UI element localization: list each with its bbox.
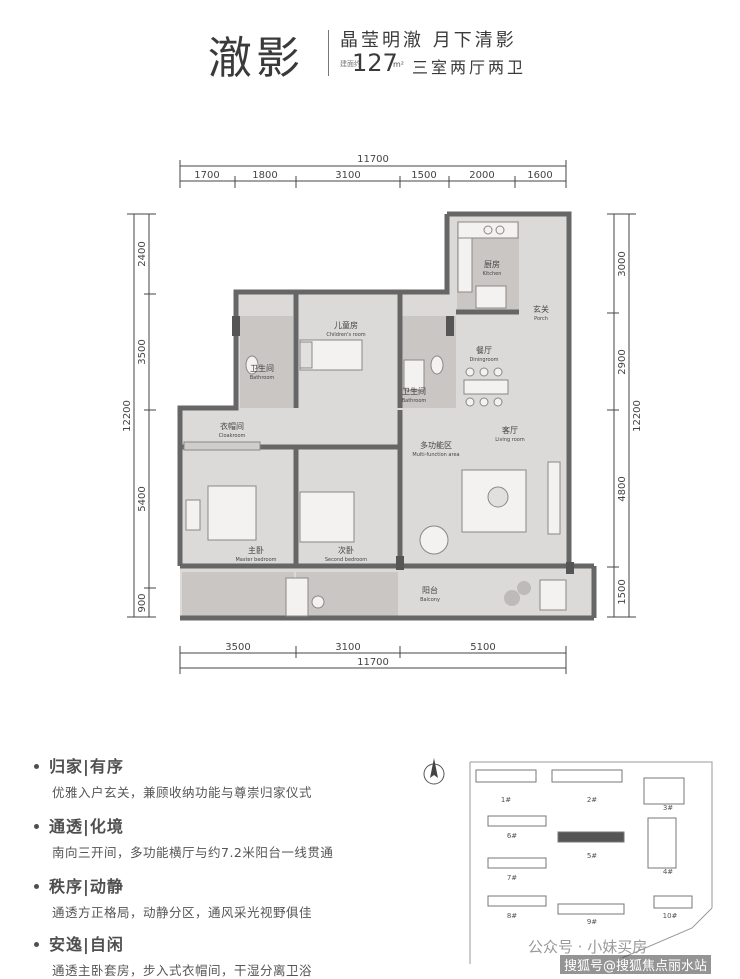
- label-children-en: Children's room: [326, 332, 365, 338]
- label-porch: 玄关: [533, 304, 549, 314]
- layout-type: 三室两厅两卫: [412, 58, 527, 77]
- label-multi: 多功能区: [420, 440, 452, 450]
- label-multi-en: Multi-function area: [412, 452, 459, 458]
- dim-top-2: 1800: [252, 170, 277, 181]
- area-unit: m²: [393, 60, 404, 69]
- label-bath1: 卫生间: [250, 363, 274, 373]
- label-master: 主卧: [248, 545, 264, 555]
- label-living: 客厅: [502, 425, 518, 435]
- feature-desc: 通透方正格局，动静分区，通风采光视野俱佳: [52, 905, 313, 920]
- dimension-lines: [127, 160, 636, 674]
- feature-desc: 南向三开间，多功能横厅与约7.2米阳台一线贯通: [52, 845, 334, 860]
- watermark-wechat: 公众号 · 小妹买房: [528, 938, 648, 956]
- label-cloak: 衣帽间: [220, 421, 244, 431]
- dim-left-2: 3500: [137, 339, 148, 364]
- label-porch-en: Porch: [534, 316, 548, 322]
- walls: [177, 211, 597, 621]
- dim-left-4: 900: [137, 593, 148, 612]
- dim-left-3: 5400: [137, 486, 148, 511]
- buildings: [475, 769, 693, 915]
- label-kitchen-en: Kitchen: [483, 271, 502, 277]
- building-10: 10#: [663, 912, 678, 920]
- dim-bottom-2: 3100: [335, 642, 360, 653]
- label-bath2-en: Bathroom: [402, 398, 427, 404]
- building-6: 6#: [507, 832, 517, 840]
- label-balcony-en: Balcony: [420, 597, 440, 603]
- label-bath1-en: Bathroom: [250, 375, 275, 381]
- label-second: 次卧: [338, 545, 354, 555]
- plan-title: 澈影: [208, 33, 304, 84]
- title-divider: [328, 30, 329, 76]
- area-prefix: 建面约: [340, 60, 361, 68]
- dimension-labels: 11700 1700 1800 3100 1500 2000 1600 3500…: [122, 154, 643, 668]
- dim-bottom-3: 5100: [470, 642, 495, 653]
- label-kitchen: 厨房: [484, 259, 500, 269]
- label-balcony: 阳台: [422, 585, 438, 595]
- bullet-icon: [34, 941, 39, 947]
- feature-title: 归家|有序: [49, 757, 124, 776]
- feature-2: 通透|化境 南向三开间，多功能横厅与约7.2米阳台一线贯通: [34, 813, 414, 861]
- building-2: 2#: [587, 796, 597, 804]
- dim-top-1: 1700: [194, 170, 219, 181]
- bullet-icon: [34, 763, 39, 769]
- building-4: 4#: [663, 868, 673, 876]
- building-3: 3#: [663, 804, 673, 812]
- site-plan: 1# 2# 3# 4# 5# 6# 7# 8# 9# 10#: [469, 761, 713, 964]
- building-labels: 1# 2# 3# 4# 5# 6# 7# 8# 9# 10#: [501, 796, 678, 926]
- floor-plan: 11700 1700 1800 3100 1500 2000 1600 3500…: [122, 154, 643, 674]
- label-second-en: Second bedroom: [325, 557, 367, 563]
- feature-1: 归家|有序 优雅入户玄关，兼顾收纳功能与尊崇归家仪式: [34, 753, 414, 801]
- label-cloak-en: Cloakroom: [219, 433, 246, 439]
- building-8: 8#: [507, 912, 517, 920]
- label-bath2: 卫生间: [402, 386, 426, 396]
- plants: [504, 581, 531, 606]
- building-1: 1#: [501, 796, 511, 804]
- dim-left-total: 12200: [122, 400, 133, 432]
- dim-top-total: 11700: [357, 154, 389, 165]
- dim-bottom-1: 3500: [225, 642, 250, 653]
- label-children: 儿童房: [334, 320, 358, 330]
- dim-right-total: 12200: [632, 400, 643, 432]
- dim-top-6: 1600: [527, 170, 552, 181]
- building-9: 9#: [587, 918, 597, 926]
- building-7: 7#: [507, 874, 517, 882]
- label-living-en: Living room: [495, 437, 525, 443]
- wall-columns: [232, 316, 574, 574]
- bullet-icon: [34, 883, 39, 889]
- building-5: 5#: [587, 852, 597, 860]
- feature-title: 通透|化境: [49, 817, 124, 836]
- dim-right-4: 1500: [617, 579, 628, 604]
- dim-top-5: 2000: [469, 170, 494, 181]
- dim-right-3: 4800: [617, 476, 628, 501]
- feature-desc: 通透主卧套房，步入式衣帽间，干湿分离卫浴: [52, 963, 313, 978]
- label-dining: 餐厅: [476, 346, 492, 355]
- feature-3: 秩序|动静 通透方正格局，动静分区，通风采光视野俱佳: [34, 873, 414, 921]
- room-labels: 厨房 Kitchen 玄关 Porch 儿童房 Children's room …: [219, 259, 549, 603]
- bullet-icon: [34, 823, 39, 829]
- plan-tagline: 晶莹明澈 月下清影: [340, 30, 517, 51]
- dim-right-1: 3000: [617, 251, 628, 276]
- area-value: 127: [352, 49, 398, 77]
- feature-desc: 优雅入户玄关，兼顾收纳功能与尊崇归家仪式: [52, 785, 313, 800]
- dim-top-4: 1500: [411, 170, 436, 181]
- watermark-sohu: 搜狐号@搜狐焦点丽水站: [560, 955, 712, 974]
- dim-right-2: 2900: [617, 349, 628, 374]
- feature-4: 安逸|自闲 通透主卧套房，步入式衣帽间，干湿分离卫浴: [34, 931, 414, 979]
- label-master-en: Master bedroom: [235, 557, 276, 563]
- feature-title: 秩序|动静: [49, 877, 124, 896]
- label-dining-en: Diningroom: [469, 357, 498, 363]
- dim-top-3: 3100: [335, 170, 360, 181]
- north-arrow-icon: [423, 758, 445, 785]
- dim-bottom-total: 11700: [357, 657, 389, 668]
- feature-title: 安逸|自闲: [49, 935, 124, 954]
- furniture: [183, 221, 567, 617]
- dim-left-1: 2400: [137, 241, 148, 266]
